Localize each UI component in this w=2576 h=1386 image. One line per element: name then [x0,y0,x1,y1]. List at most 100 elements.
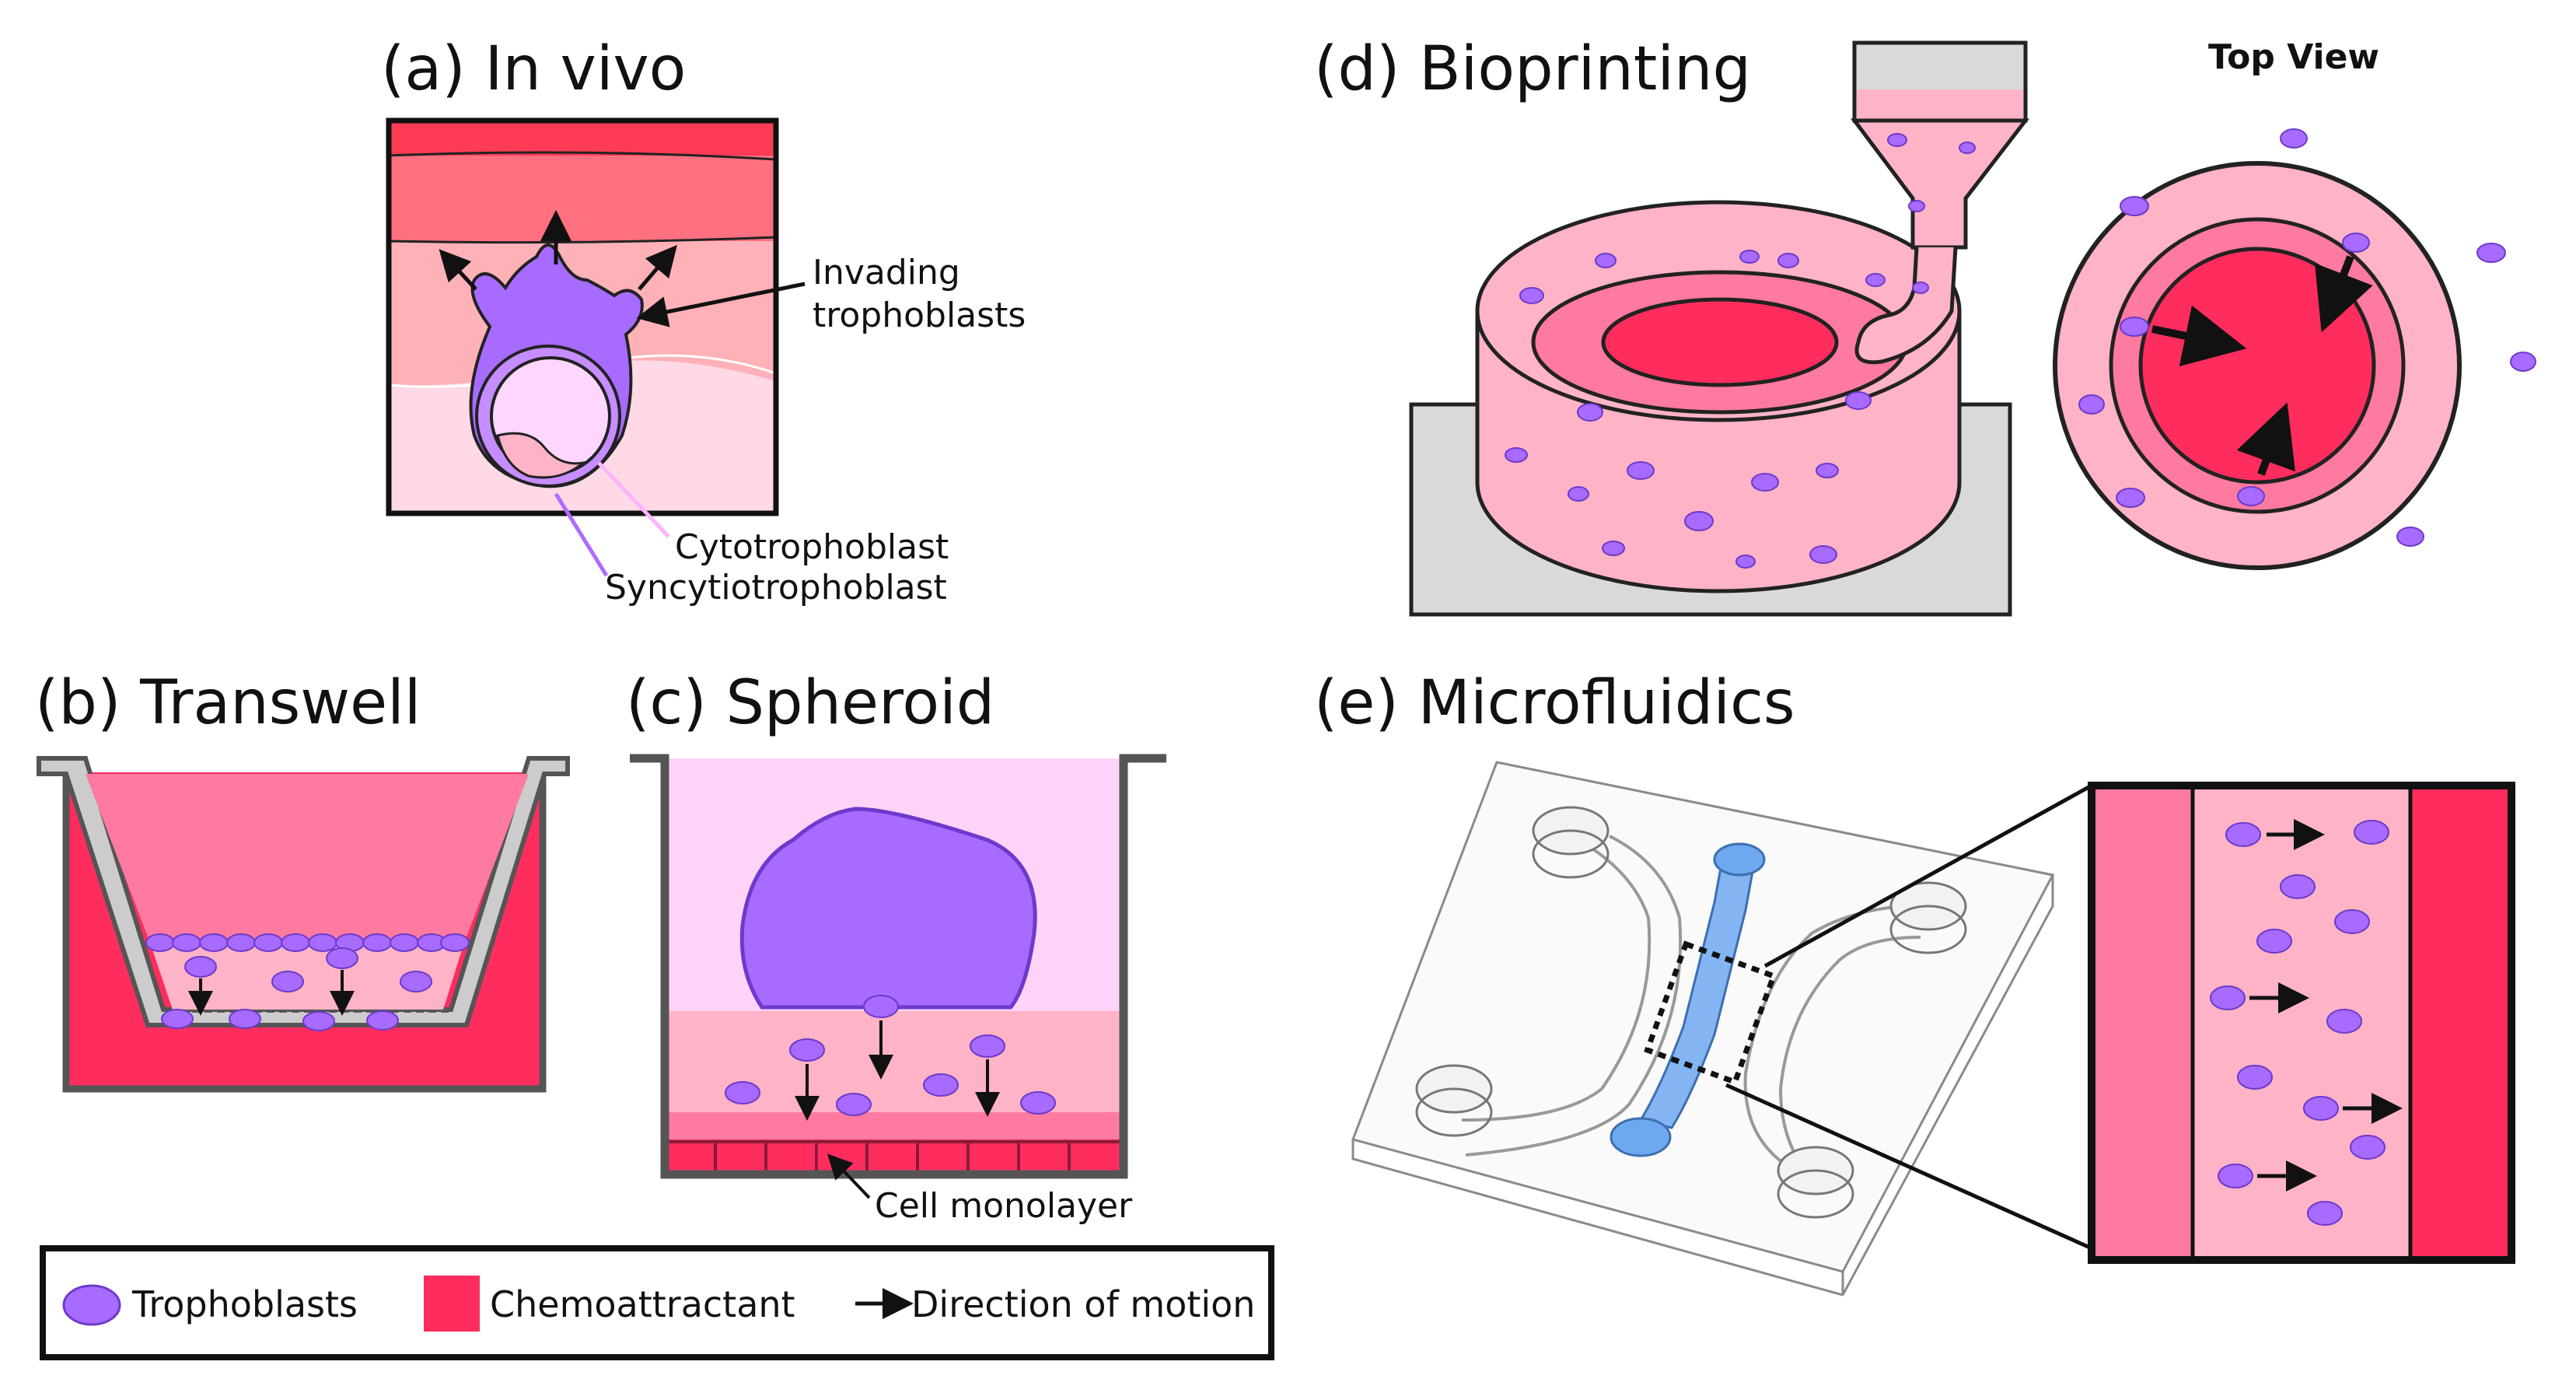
transwell-cells [145,933,470,1031]
nozzle-cone [1851,118,2030,250]
top-view [2053,128,2536,570]
trophoblast-cell [2120,196,2149,216]
trophoblast-cell [440,933,470,952]
panel-e-title: (e) Microfluidics [1314,668,1795,738]
blastocyst [469,243,644,488]
trophoblast-cell [2256,929,2292,954]
trophoblast-cell [366,1010,399,1031]
legend-trophoblast-swatch [62,1284,121,1326]
trophoblast-cell [1684,511,1714,531]
legend-trophoblasts-label: Trophoblasts [131,1283,358,1325]
motion-arrow [2151,305,2247,367]
panel-a: (a) In vivo Invading trophoblasts [381,34,1026,607]
legend-direction-label: Direction of motion [911,1283,1255,1325]
trophoblast-cell [390,933,419,952]
trophoblast-cell [789,1038,825,1062]
trophoblast-cell [229,1009,261,1029]
syncytiotrophoblast-label: Syncytiotrophoblast [605,568,947,607]
top-view-label: Top View [2208,37,2379,77]
trophoblast-cell [2326,1009,2362,1034]
transwell-arrows [188,970,355,1016]
trophoblast-cell [400,971,432,992]
legend-chemoattractant-swatch [424,1276,480,1332]
chemo-band [665,1112,1124,1139]
trophoblast-cell [1865,273,1886,287]
trophoblast-cell [172,933,201,952]
cell-monolayer [665,1139,1124,1174]
inset-channel [2193,786,2410,1260]
trophoblast-cell [199,933,229,952]
trophoblast-cell [1959,142,1976,154]
panel-d-title: (d) Bioprinting [1314,34,1751,104]
trophoblast-cell [281,933,310,952]
trophoblast-cell [1627,461,1655,480]
trophoblast-cell [362,933,392,952]
trophoblast-cell [308,933,337,952]
monolayer-pointer [827,1153,871,1199]
invading-label-line1: Invading [813,253,960,292]
invading-label-line2: trophoblasts [813,296,1026,335]
cytotrophoblast-pointer [597,461,670,538]
spheroid [739,807,1037,1010]
trophoblast-cell [1735,555,1756,569]
zoom-region [1644,940,1777,1086]
ring-cells [1505,133,1976,569]
trophoblast-cell [2218,1164,2253,1188]
well-walls [630,754,1166,1179]
trophoblast-cell [1020,1091,1056,1115]
trophoblast-cell [2303,1096,2339,1121]
bioink-strand [1854,247,1958,365]
trophoblast-cell [2307,1201,2343,1226]
trophoblast-cell [1505,447,1528,463]
invading-pointer [636,282,806,327]
center-channel-body [1638,858,1755,1129]
inner-cell-mass [496,432,588,479]
center-channel [1610,842,1766,1157]
panel-c: (c) Spheroid [626,668,1166,1226]
trophoblast-cell [302,1011,335,1031]
trophoblast-cell [1568,486,1589,502]
trophoblast-cell [1739,250,1760,264]
printer-nozzle [1851,40,2030,365]
trophoblast-cell [2334,909,2370,934]
chip-right-side [1841,875,2054,1296]
trophoblast-cell [1845,391,1872,410]
cytotrophoblast-label: Cytotrophoblast [675,527,949,567]
chip-ports [1415,806,1967,1219]
motion-arrow [2236,402,2295,476]
insert-medium [86,774,529,945]
trophoblast-cell [271,971,304,992]
legend-box [40,1245,1274,1360]
trophoblast-cell [1777,253,1799,268]
channel-inlet [1713,842,1766,877]
trophoblast-cell [2237,1065,2273,1090]
trophoblast-cell [184,956,217,978]
trophoblast-cell [145,933,175,952]
trophoblast-cell [161,1009,194,1029]
inset-left-band [2092,786,2193,1260]
channel-outlet [1610,1117,1672,1157]
monolayer-label: Cell monolayer [875,1186,1133,1226]
panel-a-title: (a) In vivo [381,34,686,104]
trophoblast-cell [1908,200,1925,212]
trophoblast-cell [1816,463,1839,478]
panel-d: (d) Bioprinting [1314,34,2536,617]
spheroid-arrows [795,1020,1000,1121]
motion-arrow [2314,255,2373,333]
trophoblast-cell [2225,822,2261,847]
legend-chemoattractant-label: Chemoattractant [490,1283,795,1325]
zoom-line-bottom [1725,1083,2093,1251]
trophoblast-cell [923,1073,959,1097]
trophoblast-cell [253,933,283,952]
trophoblast-cell [2396,527,2424,547]
printed-ring [1475,200,1962,593]
trophoblast-cell [326,947,358,969]
trophoblast-cell [2120,317,2149,337]
trophoblast-cell [2210,985,2246,1010]
zoom-inset [2088,782,2515,1264]
trophoblast-cell [863,995,899,1018]
trophoblast-cell [1595,253,1617,268]
inset-right-band [2410,786,2511,1260]
trophoblast-cell [2116,488,2145,508]
